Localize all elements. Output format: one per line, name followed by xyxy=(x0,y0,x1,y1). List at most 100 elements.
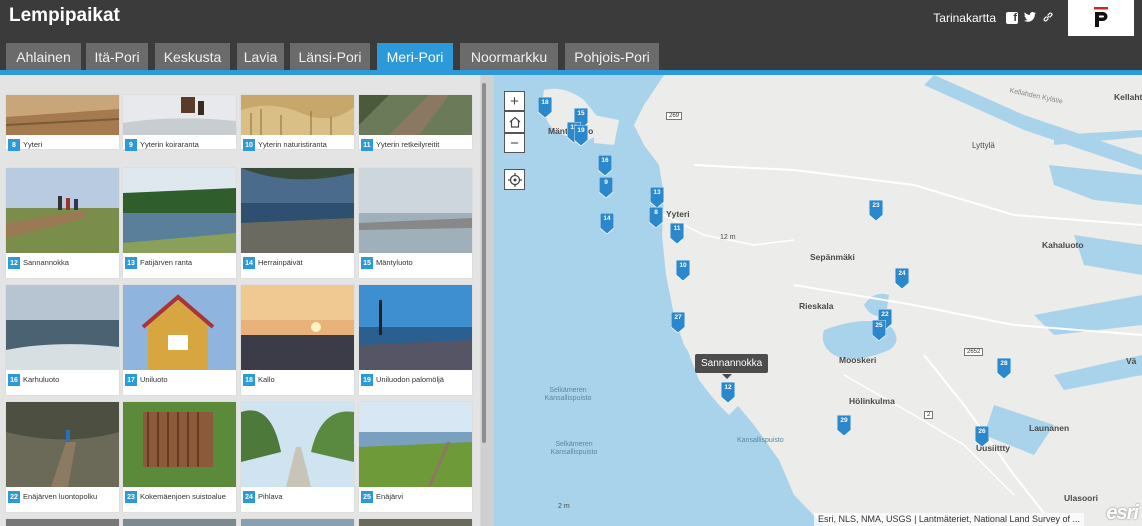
gallery-card-23[interactable]: 23 Kokemäenjoen suistoalue xyxy=(123,402,236,512)
link-icon[interactable] xyxy=(1042,11,1054,26)
map-pin-icon xyxy=(597,154,613,177)
gallery-card-17[interactable]: 17 Uniluoto xyxy=(123,285,236,395)
map-pin-icon xyxy=(598,176,614,199)
place-marker-14[interactable]: 14 xyxy=(599,212,615,235)
place-marker-8[interactable]: 8 xyxy=(648,206,664,229)
place-marker-28[interactable]: 28 xyxy=(996,357,1012,380)
place-marker-25[interactable]: 25 xyxy=(871,319,887,342)
place-label: Mäntyluoto xyxy=(376,258,413,267)
place-marker-29[interactable]: 29 xyxy=(836,414,852,437)
home-button[interactable] xyxy=(504,111,525,133)
gallery-thumb xyxy=(359,285,472,370)
map-pin-icon xyxy=(670,311,686,334)
place-marker-27[interactable]: 27 xyxy=(670,311,686,334)
place-label: Pihlava xyxy=(258,492,283,501)
tab-noormarkku[interactable]: Noormarkku xyxy=(460,43,558,70)
gallery-card-12[interactable]: 12 Sannannokka xyxy=(6,168,119,278)
gallery-card-13[interactable]: 13 Fatijärven ranta xyxy=(123,168,236,278)
place-marker-19[interactable]: 19 xyxy=(573,124,589,147)
place-label-va: Vä xyxy=(1126,356,1137,366)
place-label: Herrainpäivät xyxy=(258,258,303,267)
place-label: Uniluoto xyxy=(140,375,168,384)
gallery-card-15[interactable]: 15 Mäntyluoto xyxy=(359,168,472,278)
gallery-card-18[interactable]: 18 Kallo xyxy=(241,285,354,395)
gallery-card-25[interactable]: 25 Enäjärvi xyxy=(359,402,472,512)
place-label-mooskeri: Mooskeri xyxy=(839,355,877,365)
place-marker-18[interactable]: 18 xyxy=(537,96,553,119)
place-label-holinkulma: Hölinkulma xyxy=(849,396,895,406)
gallery-card-11[interactable]: 11 Yyterin retkeilyreitit xyxy=(359,95,472,151)
place-marker-10[interactable]: 10 xyxy=(675,259,691,282)
gallery-thumb xyxy=(123,95,236,135)
place-marker-9[interactable]: 9 xyxy=(598,176,614,199)
gallery-thumb xyxy=(241,285,354,370)
map-attribution[interactable]: Esri, NLS, NMA, USGS | Lantmäteriet, Nat… xyxy=(814,513,1084,526)
place-number-badge: 10 xyxy=(243,139,255,151)
tab-ahlainen[interactable]: Ahlainen xyxy=(6,43,81,70)
tab-pohjois-pori[interactable]: Pohjois-Pori xyxy=(565,43,659,70)
map-pin-icon xyxy=(573,124,589,147)
gallery-card-24[interactable]: 24 Pihlava xyxy=(241,402,354,512)
locate-icon xyxy=(507,172,522,187)
gallery-scrollbar-thumb[interactable] xyxy=(482,83,486,443)
zoom-in-button[interactable]: + xyxy=(504,91,525,111)
map-basemap xyxy=(542,75,1142,526)
place-gallery: 8 Yyteri 9 Yyterin koiraranta 10 xyxy=(0,75,486,526)
road-number-badge: 2652 xyxy=(964,348,984,356)
gallery-card-8[interactable]: 8 Yyteri xyxy=(6,95,119,151)
tooltip-arrow xyxy=(722,374,732,379)
marker-number: 29 xyxy=(840,417,848,424)
place-marker-13[interactable]: 13 xyxy=(649,186,665,209)
marker-number: 27 xyxy=(674,314,682,321)
tab-meri-pori[interactable]: Meri-Pori xyxy=(377,43,453,70)
locate-button[interactable] xyxy=(504,169,525,190)
marker-number: 18 xyxy=(541,99,549,106)
map-view[interactable]: Kellahden Kylätie Kellahti Lyttylä Yyter… xyxy=(494,75,1142,526)
place-number-badge: 16 xyxy=(8,374,20,386)
place-marker-26[interactable]: 26 xyxy=(974,425,990,448)
place-marker-24[interactable]: 24 xyxy=(894,267,910,290)
elevation-label: 12 m xyxy=(720,234,736,241)
marker-tooltip: Sannannokka xyxy=(695,354,769,373)
tab-lavia[interactable]: Lavia xyxy=(237,43,284,70)
gallery-card-19[interactable]: 19 Uniluodon palomöljä xyxy=(359,285,472,395)
tab-keskusta[interactable]: Keskusta xyxy=(155,43,230,70)
gallery-card-9[interactable]: 9 Yyterin koiraranta xyxy=(123,95,236,151)
map-pin-icon xyxy=(720,381,736,404)
zoom-out-button[interactable]: − xyxy=(504,133,525,153)
panel-divider[interactable] xyxy=(486,75,494,526)
place-label: Sannannokka xyxy=(23,258,69,267)
gallery-card-22[interactable]: 22 Enäjärven luontopolku xyxy=(6,402,119,512)
facebook-icon[interactable]: f xyxy=(1006,12,1018,24)
app-header: Lempipaikat Tarinakartta f xyxy=(0,0,1142,36)
tab-lansi-pori[interactable]: Länsi-Pori xyxy=(290,43,370,70)
elevation-label: 2 m xyxy=(558,503,570,510)
place-label-launanen: Launanen xyxy=(1029,423,1070,433)
gallery-card-16[interactable]: 16 Karhuluoto xyxy=(6,285,119,395)
marker-number: 15 xyxy=(577,110,585,117)
marker-number: 25 xyxy=(875,322,883,329)
marker-number: 23 xyxy=(872,202,880,209)
map-pin-icon xyxy=(996,357,1012,380)
map-pin-icon xyxy=(675,259,691,282)
place-label: Enäjärvi xyxy=(376,492,404,501)
gallery-thumb xyxy=(241,402,354,487)
gallery-caption: 24 Pihlava xyxy=(241,489,354,503)
gallery-card-10[interactable]: 10 Yyterin naturistiranta xyxy=(241,95,354,151)
place-number-badge: 24 xyxy=(243,491,255,503)
gallery-card-14[interactable]: 14 Herrainpäivät xyxy=(241,168,354,278)
story-map-link[interactable]: Tarinakartta xyxy=(933,11,996,25)
gallery-thumb xyxy=(359,95,472,135)
place-marker-12[interactable]: 12 xyxy=(720,381,736,404)
place-number-badge: 11 xyxy=(361,139,373,151)
place-marker-16[interactable]: 16 xyxy=(597,154,613,177)
marker-number: 10 xyxy=(679,262,687,269)
gallery-thumb xyxy=(6,168,119,253)
place-label-uusiittty: Uusiittty xyxy=(976,443,1010,453)
map-pin-icon xyxy=(974,425,990,448)
brand-logo-icon[interactable] xyxy=(1068,0,1134,36)
place-marker-11[interactable]: 11 xyxy=(669,222,685,245)
place-marker-23[interactable]: 23 xyxy=(868,199,884,222)
twitter-icon[interactable] xyxy=(1024,11,1036,25)
tab-ita-pori[interactable]: Itä-Pori xyxy=(86,43,148,70)
